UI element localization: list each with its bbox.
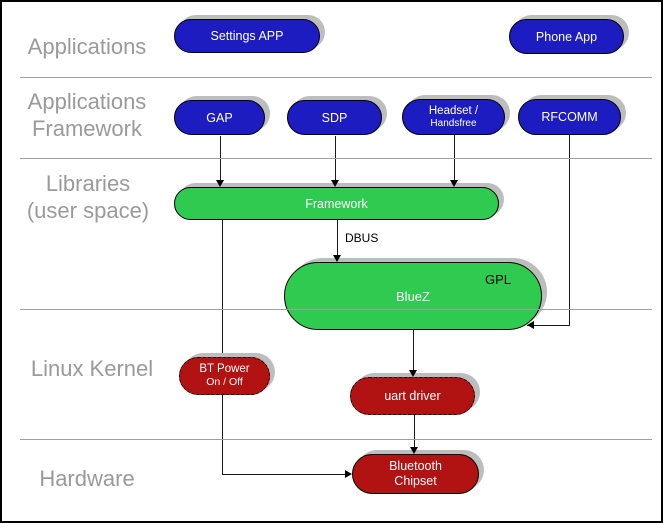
arrow-line-rfcomm-to-bluez: [527, 325, 570, 326]
layer-divider-linux-kernel: [20, 439, 652, 440]
layer-label-libraries-user-space: Libraries (user space): [26, 171, 150, 223]
arrow-line-framework-to-hardware-vertical: [222, 220, 223, 475]
node-gap: GAP: [174, 100, 265, 135]
node-sdp: SDP: [287, 100, 382, 135]
node-rfcomm: RFCOMM: [518, 99, 621, 135]
node-bluetooth-chipset-label-line2: Chipset: [394, 474, 437, 488]
arrowhead-bluez-uart: [409, 370, 417, 377]
node-bluetooth-chipset: Bluetooth Chipset: [352, 454, 479, 494]
arrowhead-dbus-bluez: [333, 255, 341, 262]
node-phone-app: Phone App: [509, 19, 624, 54]
arrowhead-gap-framework: [216, 180, 224, 187]
arrowhead-uart-chipset: [410, 447, 418, 454]
layer-divider-libraries: [20, 309, 652, 310]
layer-label-applications: Applications: [27, 34, 147, 59]
arrow-line-uart-to-chipset: [414, 415, 415, 448]
node-phone-app-label: Phone App: [535, 29, 598, 44]
arrow-line-framework-to-bluez-dbus: [337, 220, 338, 256]
node-framework-label: Framework: [305, 196, 368, 211]
node-uart-driver: uart driver: [350, 377, 475, 415]
node-bt-power-label-line2: On / Off: [206, 376, 243, 388]
arrow-line-bluez-to-uart: [413, 330, 414, 371]
node-uart-driver-label: uart driver: [384, 389, 441, 403]
layer-label-hardware: Hardware: [39, 466, 135, 491]
node-bt-power-label-line1: BT Power: [199, 363, 250, 375]
node-gap-label: GAP: [206, 110, 233, 125]
node-sdp-label: SDP: [321, 110, 348, 125]
node-bluez-label: BlueZ: [396, 288, 430, 304]
layer-divider-applications: [20, 77, 652, 78]
arrowhead-into-chipset: [345, 470, 352, 478]
node-framework: Framework: [174, 187, 499, 220]
node-headset-label-line1: Headset /: [428, 104, 479, 117]
node-bluez: GPL BlueZ: [284, 262, 542, 330]
arrow-line-to-chipset-horizontal: [222, 474, 346, 475]
node-settings-app: Settings APP: [174, 19, 320, 53]
arrowhead-headset-framework: [450, 180, 458, 187]
node-bluetooth-chipset-label-line1: Bluetooth: [389, 459, 442, 473]
edge-label-dbus: DBUS: [345, 231, 379, 245]
node-headset-handsfree: Headset / Handsfree: [402, 99, 505, 135]
node-bt-power-on-off: BT Power On / Off: [179, 357, 270, 395]
node-bluez-gpl-badge: GPL: [484, 272, 511, 287]
node-settings-app-label: Settings APP: [210, 29, 284, 43]
node-rfcomm-label: RFCOMM: [541, 110, 598, 124]
arrowhead-rfcomm-bluez: [527, 321, 534, 329]
arrow-line-rfcomm-vertical: [569, 135, 570, 325]
layer-label-linux-kernel: Linux Kernel: [30, 356, 154, 381]
node-headset-label-line2: Handsfree: [430, 117, 477, 129]
layer-label-applications-framework: Applications Framework: [27, 89, 147, 141]
arrowhead-sdp-framework: [331, 180, 339, 187]
layer-divider-applications-framework: [20, 158, 652, 159]
